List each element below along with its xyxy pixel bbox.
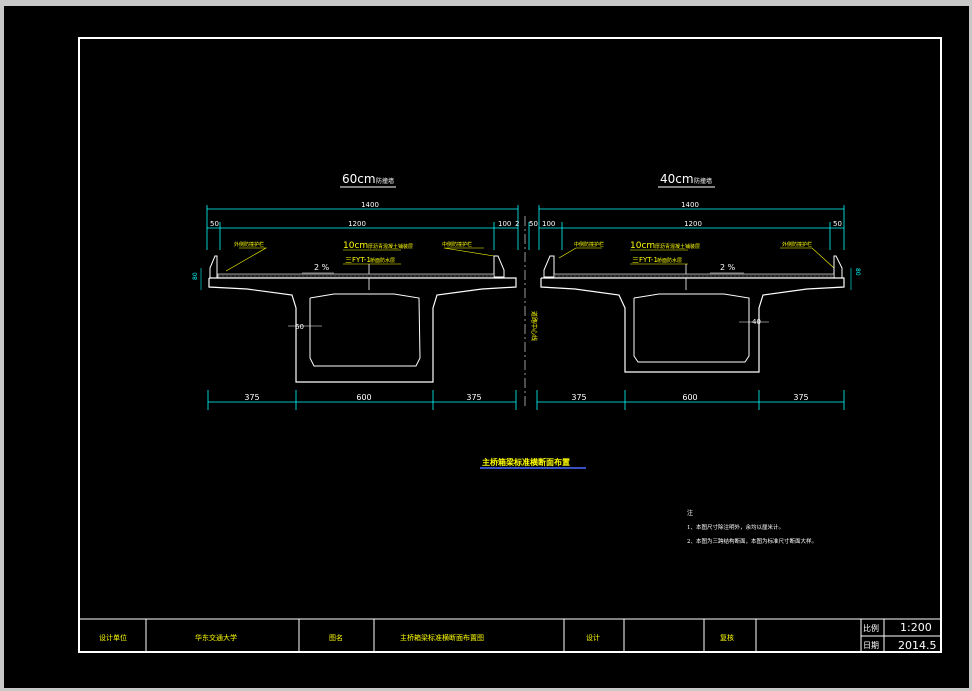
left-label-median-barrier: 中侧防撞护栏: [442, 241, 472, 248]
right-heading-suffix: 防撞墙: [694, 177, 712, 185]
left-right-margin-dim: 100: [498, 220, 511, 228]
title-block: [79, 618, 941, 652]
title-block-designer-label: 设计: [586, 633, 600, 642]
left-slope: 2 %: [314, 263, 330, 272]
left-box-girder-outline: [208, 277, 517, 383]
left-web-thickness: 60: [295, 323, 304, 331]
left-margin-dim: 50: [210, 220, 219, 228]
right-label-outer-barrier: 外侧防撞护栏: [782, 241, 812, 248]
right-bottom-dim-1: 375: [571, 393, 586, 402]
right-deck-width: 1200: [684, 220, 702, 228]
left-heading-value: 60cm: [342, 172, 376, 186]
right-bottom-dim-3: 375: [793, 393, 808, 402]
left-median-a: 2: [515, 220, 519, 228]
notes-line-2: 2、本图为三跨结构断面，本图为标准尺寸断面大样。: [687, 537, 817, 545]
left-waterproof-text: 桥面防水层: [370, 257, 395, 264]
right-box-girder-outline: [540, 277, 845, 373]
right-bottom-dim-2: 600: [682, 393, 697, 402]
right-left-margin-dim: 100: [542, 220, 555, 228]
drawing-svg: 60cm 防撞墙 1400 50 1200 100 2 50 外侧防撞护栏 中侧…: [78, 37, 942, 653]
right-pavement-thickness: 10cm: [630, 241, 655, 251]
right-slope: 2 %: [720, 263, 736, 272]
notes-line-1: 1、本图尺寸除注明外，余均以厘米计。: [687, 523, 784, 531]
notes-heading: 注: [687, 509, 693, 517]
title-block-scale-value: 1:200: [900, 621, 932, 634]
left-height-mark: 80: [192, 272, 199, 280]
right-right-margin-dim: 50: [833, 220, 842, 228]
title-block-design-unit-value: 华东交通大学: [195, 633, 237, 642]
left-bottom-dim-1: 375: [244, 393, 259, 402]
right-section: 40cm 防撞墙 1400 100 1200 50 中侧防撞护栏 外侧防撞护栏 …: [536, 172, 861, 410]
left-bottom-dim-2: 600: [356, 393, 371, 402]
left-label-outer-barrier: 外侧防撞护栏: [234, 241, 264, 248]
right-waterproof-code: 三FYT-1: [632, 256, 658, 264]
right-height-mark: 80: [854, 268, 861, 276]
title-block-date-label: 日期: [863, 641, 879, 650]
title-block-date-value: 2014.5: [898, 639, 937, 652]
drawing-frame: [78, 37, 942, 653]
left-pavement-text: 厚沥青混凝土铺装层: [368, 243, 413, 250]
left-bottom-dim-3: 375: [466, 393, 481, 402]
left-median-b: 50: [529, 220, 538, 228]
title-block-drawing-name-label: 图名: [329, 633, 343, 642]
right-heading-value: 40cm: [660, 172, 694, 186]
drawing-canvas[interactable]: 60cm 防撞墙 1400 50 1200 100 2 50 外侧防撞护栏 中侧…: [4, 6, 969, 688]
left-overall-width: 1400: [361, 201, 379, 209]
right-label-median-barrier: 中侧防撞护栏: [574, 241, 604, 248]
right-overall-width: 1400: [681, 201, 699, 209]
centerline-label: 道路中心线: [530, 311, 538, 341]
left-heading-suffix: 防撞墙: [376, 177, 394, 185]
title-block-scale-label: 比例: [863, 623, 879, 633]
right-waterproof-text: 桥面防水层: [657, 257, 682, 264]
drawing-title: 主桥箱梁标准横断面布置: [482, 457, 570, 467]
title-block-design-unit-label: 设计单位: [99, 633, 127, 642]
left-deck-width: 1200: [348, 220, 366, 228]
left-section: 60cm 防撞墙 1400 50 1200 100 2 50 外侧防撞护栏 中侧…: [192, 172, 538, 410]
title-block-reviewer-label: 复核: [720, 633, 734, 642]
right-pavement-text: 厚沥青混凝土铺装层: [655, 243, 700, 250]
title-block-drawing-name-value: 主桥箱梁标准横断面布置图: [400, 633, 484, 642]
left-pavement-thickness: 10cm: [343, 241, 368, 251]
left-waterproof-code: 三FYT-1: [345, 256, 371, 264]
